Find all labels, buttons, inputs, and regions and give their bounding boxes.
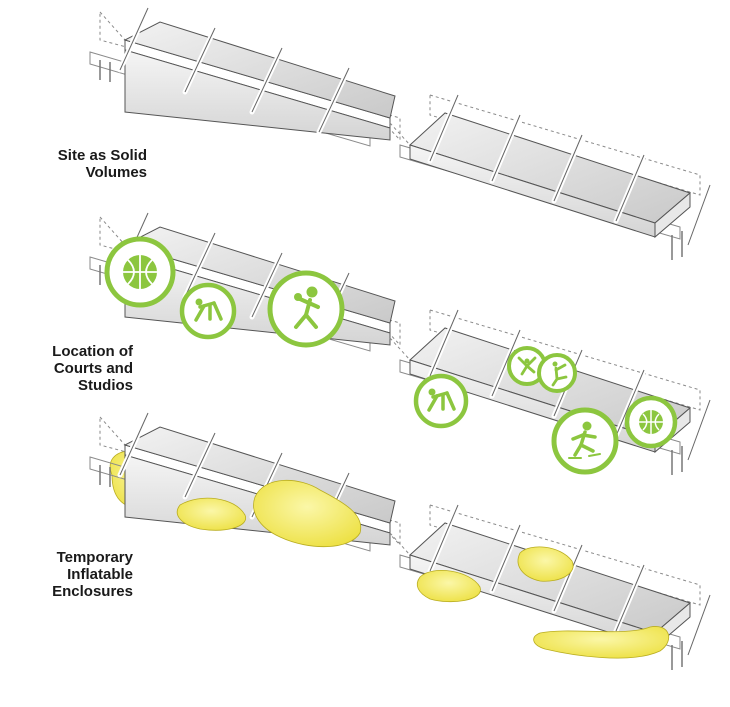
inflatable-enclosure bbox=[416, 570, 481, 603]
ice-skating-icon bbox=[551, 407, 619, 475]
caption-line: Site as Solid bbox=[57, 147, 147, 164]
caption-line: Location of bbox=[52, 343, 133, 360]
inflatable-enclosure bbox=[176, 497, 246, 531]
inflatable-enclosure bbox=[533, 626, 670, 659]
stage-solid-volumes bbox=[90, 8, 710, 260]
caption-location-of-courts-and-studios: Location of Courts and Studios bbox=[52, 343, 133, 394]
caption-line: Courts and bbox=[53, 360, 133, 377]
caption-temporary-inflatable-enclosures: Temporary Inflatable Enclosures bbox=[52, 549, 133, 600]
caption-line: Volumes bbox=[85, 164, 147, 181]
inflatable-enclosure bbox=[517, 546, 574, 582]
stage-inflatable-enclosures bbox=[90, 413, 710, 670]
basketball-icon bbox=[104, 236, 176, 308]
volleyball-icon bbox=[267, 270, 345, 348]
activity-icons bbox=[104, 236, 678, 475]
basketball-icon bbox=[624, 395, 678, 449]
stretching-icon bbox=[179, 282, 237, 340]
stretching-icon bbox=[413, 373, 469, 429]
caption-site-as-solid-volumes: Site as Solid Volumes bbox=[58, 147, 147, 181]
caption-line: Enclosures bbox=[52, 583, 133, 600]
caption-line: Studios bbox=[78, 377, 133, 394]
inflatable-enclosure bbox=[253, 479, 362, 548]
dance-icon bbox=[537, 353, 577, 393]
caption-line: Temporary bbox=[56, 549, 133, 566]
caption-line: Inflatable bbox=[67, 566, 133, 583]
